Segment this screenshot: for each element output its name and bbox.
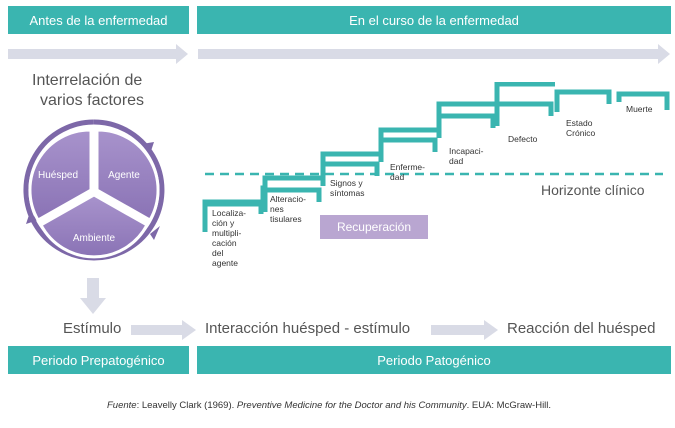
band-pathogenic-label: Periodo Patogénico xyxy=(377,352,491,368)
source-prefix: Fuente xyxy=(107,400,137,411)
source-suffix: . EUA: McGraw-Hill. xyxy=(466,400,552,411)
segment-label-huesped: Huésped xyxy=(38,170,78,181)
segment-label-ambiente: Ambiente xyxy=(73,233,116,244)
top-arrows xyxy=(8,44,670,64)
band-pathogenic: Periodo Patogénico xyxy=(197,346,671,374)
factors-title-line2: varios factores xyxy=(40,92,145,109)
band-prepathogenic: Periodo Prepatogénico xyxy=(8,346,189,374)
flow-arrows xyxy=(131,320,498,340)
staircase xyxy=(202,82,670,232)
step-localizacion: Localiza- ción y multipli- cación del ag… xyxy=(212,208,247,268)
segment-label-agente: Agente xyxy=(108,170,140,181)
segment-ambiente xyxy=(38,193,150,259)
flow-interaction: Interacción huésped - estímulo xyxy=(205,320,411,337)
band-course-of-disease-label: En el curso de la enfermedad xyxy=(349,12,519,28)
flow-arrow-1 xyxy=(131,320,196,340)
factors-title-line1: Interrelación de xyxy=(32,72,143,89)
step-muerte: Muerte xyxy=(626,104,653,114)
step-incapacidad: Incapaci- dad xyxy=(449,146,484,166)
recovery-box: Recuperación xyxy=(320,215,428,239)
band-prepathogenic-label: Periodo Prepatogénico xyxy=(32,352,165,368)
band-course-of-disease: En el curso de la enfermedad xyxy=(197,6,671,34)
top-right-arrow xyxy=(198,44,670,64)
segment-agente xyxy=(95,128,160,223)
down-arrow xyxy=(80,278,106,314)
step-alteraciones: Alteracio- nes tisulares xyxy=(270,194,306,224)
cycle-arrowhead-left xyxy=(26,212,38,224)
flow-stimulus: Estímulo xyxy=(63,320,122,337)
flow-reaction: Reacción del huésped xyxy=(507,320,656,337)
factors-cycle-diagram: Huésped Agente Ambiente xyxy=(23,119,165,261)
source-title: Preventive Medicine for the Doctor and h… xyxy=(236,400,467,411)
step-enfermedad: Enferme- dad xyxy=(390,162,425,182)
source-citation: Fuente: Leavelly Clark (1969). Preventiv… xyxy=(107,400,551,411)
cycle-arrowhead-top xyxy=(142,142,154,154)
flow-arrow-2 xyxy=(431,320,498,340)
recovery-label: Recuperación xyxy=(336,220,412,234)
top-left-arrow xyxy=(8,44,188,64)
step-estado-cronico: Estado Crónico xyxy=(566,118,596,138)
source-author: : Leavelly Clark (1969). xyxy=(136,400,237,411)
cycle-arrowhead-right xyxy=(150,226,160,240)
band-before-disease: Antes de la enfermedad xyxy=(8,6,189,34)
band-before-disease-label: Antes de la enfermedad xyxy=(29,12,168,28)
step-signos: Signos y síntomas xyxy=(330,178,365,198)
clinical-horizon-label: Horizonte clínico xyxy=(541,182,645,198)
segment-huesped xyxy=(28,128,93,223)
step-defecto: Defecto xyxy=(508,134,538,144)
